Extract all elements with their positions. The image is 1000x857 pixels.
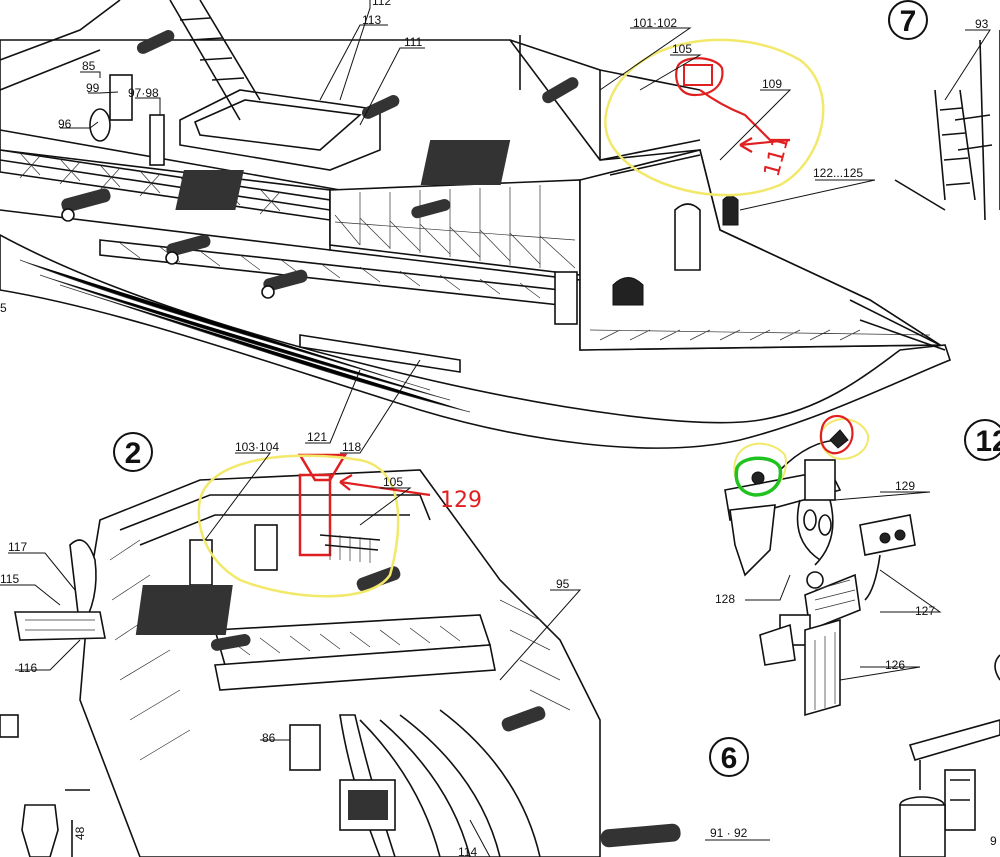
step-6: 6	[709, 737, 749, 777]
label-113: 113	[362, 13, 381, 27]
label-118: 118	[342, 440, 361, 454]
label-99: 99	[86, 81, 100, 95]
cannon	[261, 269, 308, 299]
detail-129-block-assembly	[724, 429, 916, 717]
step-12-label: 12	[975, 425, 1000, 458]
label-116: 116	[18, 661, 37, 675]
label-96: 96	[58, 117, 72, 131]
label-101-102: 101·102	[633, 16, 677, 30]
label-85: 85	[82, 59, 96, 73]
ship-stern-drawing	[0, 0, 951, 449]
cannon	[361, 95, 400, 119]
label-95: 95	[556, 577, 570, 591]
label-93: 93	[975, 17, 989, 31]
label-86: 86	[262, 731, 276, 745]
red-circle-block	[819, 414, 854, 455]
label-115: 115	[0, 572, 19, 586]
label-109: 109	[762, 77, 782, 91]
step-2: 2	[113, 432, 153, 472]
label-5: 5	[0, 301, 7, 315]
detail-9-well-crane	[899, 654, 1000, 857]
label-105-upper: 105	[672, 42, 692, 56]
yellow-highlight-lower	[197, 454, 400, 598]
label-112: 112	[372, 0, 391, 8]
yellow-highlight-upper	[604, 38, 825, 197]
ship-close-up-drawing	[0, 453, 681, 857]
label-111: 111	[404, 35, 423, 49]
label-126: 126	[885, 658, 905, 672]
handwritten-129: 129	[440, 488, 482, 513]
label-128: 128	[715, 592, 735, 606]
handwritten-111: 111	[760, 133, 795, 180]
cannon	[542, 77, 579, 104]
green-circle-block	[734, 456, 783, 497]
step-2-label: 2	[125, 437, 142, 470]
bitt-post-129	[298, 473, 332, 557]
label-91-92: 91 · 92	[710, 826, 748, 840]
cannon	[61, 188, 111, 222]
cannon	[411, 198, 451, 219]
cannon	[165, 234, 211, 265]
detail-93-ladder	[894, 30, 1000, 221]
step-6-label: 6	[721, 742, 738, 775]
red-circle-upper	[675, 57, 791, 153]
label-9: 9	[990, 834, 997, 848]
cannon	[136, 30, 175, 54]
step-7: 7	[888, 0, 928, 40]
label-97-98: 97·98	[128, 86, 159, 100]
label-48: 48	[73, 826, 87, 840]
label-121: 121	[307, 430, 327, 444]
label-127: 127	[915, 604, 935, 618]
step-12: 12	[964, 419, 1000, 461]
label-103-104: 103·104	[235, 440, 279, 454]
label-117: 117	[8, 540, 27, 554]
step-7-label: 7	[900, 5, 917, 38]
label-114: 114	[458, 845, 477, 857]
label-105-lower: 105	[383, 475, 403, 489]
label-129: 129	[895, 479, 915, 493]
label-122-125: 122...125	[813, 166, 863, 180]
